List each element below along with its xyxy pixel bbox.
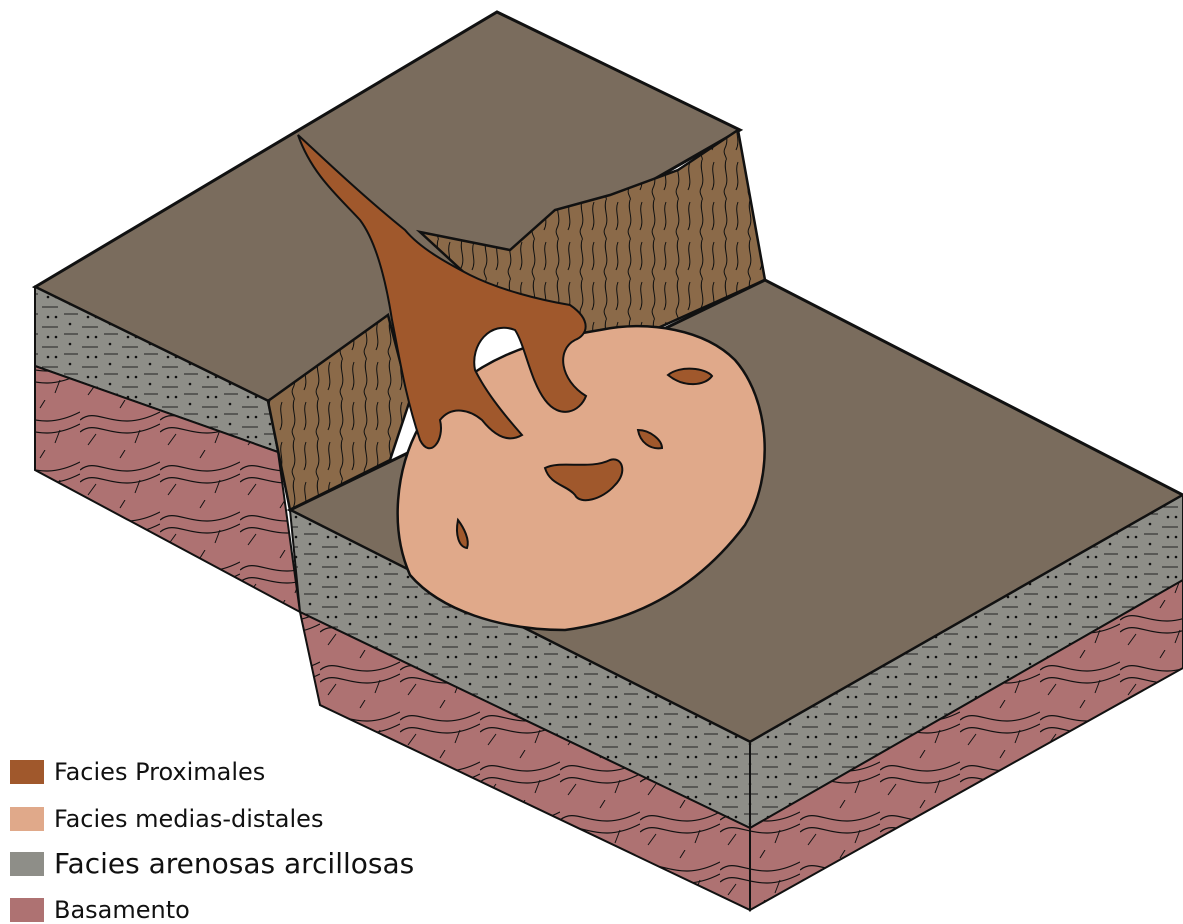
legend-label-sandy-clayey: Facies arenosas arcillosas [54, 850, 414, 878]
legend-swatch-basement [10, 898, 44, 922]
legend-item-basement: Basamento [10, 898, 190, 922]
legend-label-basement: Basamento [54, 898, 190, 922]
legend-item-medial-distal: Facies medias-distales [10, 807, 323, 831]
legend-swatch-proximal [10, 760, 44, 784]
legend-swatch-sandy-clayey [10, 852, 44, 876]
legend-swatch-medial-distal [10, 807, 44, 831]
legend-item-sandy-clayey: Facies arenosas arcillosas [10, 850, 414, 878]
legend-label-proximal: Facies Proximales [54, 760, 265, 784]
legend-label-medial-distal: Facies medias-distales [54, 807, 323, 831]
legend-item-proximal: Facies Proximales [10, 760, 265, 784]
